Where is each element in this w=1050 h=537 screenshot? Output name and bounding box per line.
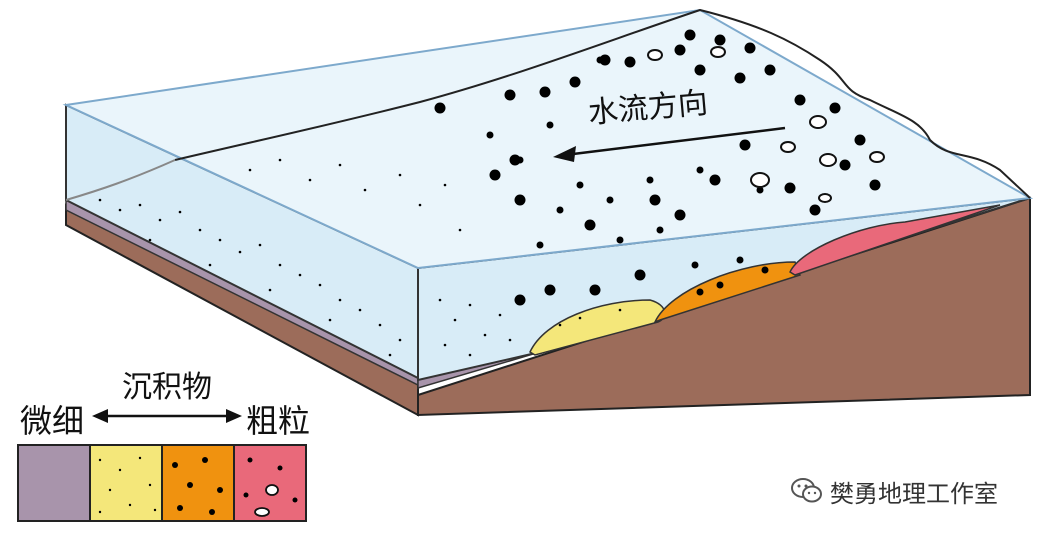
legend-fine-label: 微细 — [20, 402, 85, 440]
legend-coarse-label: 粗粒 — [246, 402, 311, 440]
legend-swatch-silt — [17, 444, 91, 522]
legend-swatch-sand — [89, 444, 163, 522]
medium-grains — [486, 56, 769, 296]
lakebed-left-contour — [65, 159, 176, 201]
pebble-deposit — [789, 204, 1001, 276]
coarse-grains — [434, 29, 881, 306]
legend-swatch-gravel — [161, 444, 235, 522]
gravel-deposit — [653, 261, 801, 324]
wechat-icon — [791, 478, 822, 503]
flow-arrow — [564, 126, 786, 157]
flow-arrow-head — [553, 146, 576, 162]
legend-swatch-pebble — [233, 444, 307, 522]
watermark-text: 樊勇地理工作室 — [830, 479, 998, 508]
legend-arrow — [92, 409, 242, 423]
legend-title: 沉积物 — [122, 370, 212, 405]
fine-grains — [98, 158, 622, 357]
lakebed-contour — [174, 8, 1031, 199]
watermark: 樊勇地理工作室 — [790, 476, 998, 508]
legend-swatches — [17, 444, 307, 522]
pebbles — [647, 46, 885, 203]
